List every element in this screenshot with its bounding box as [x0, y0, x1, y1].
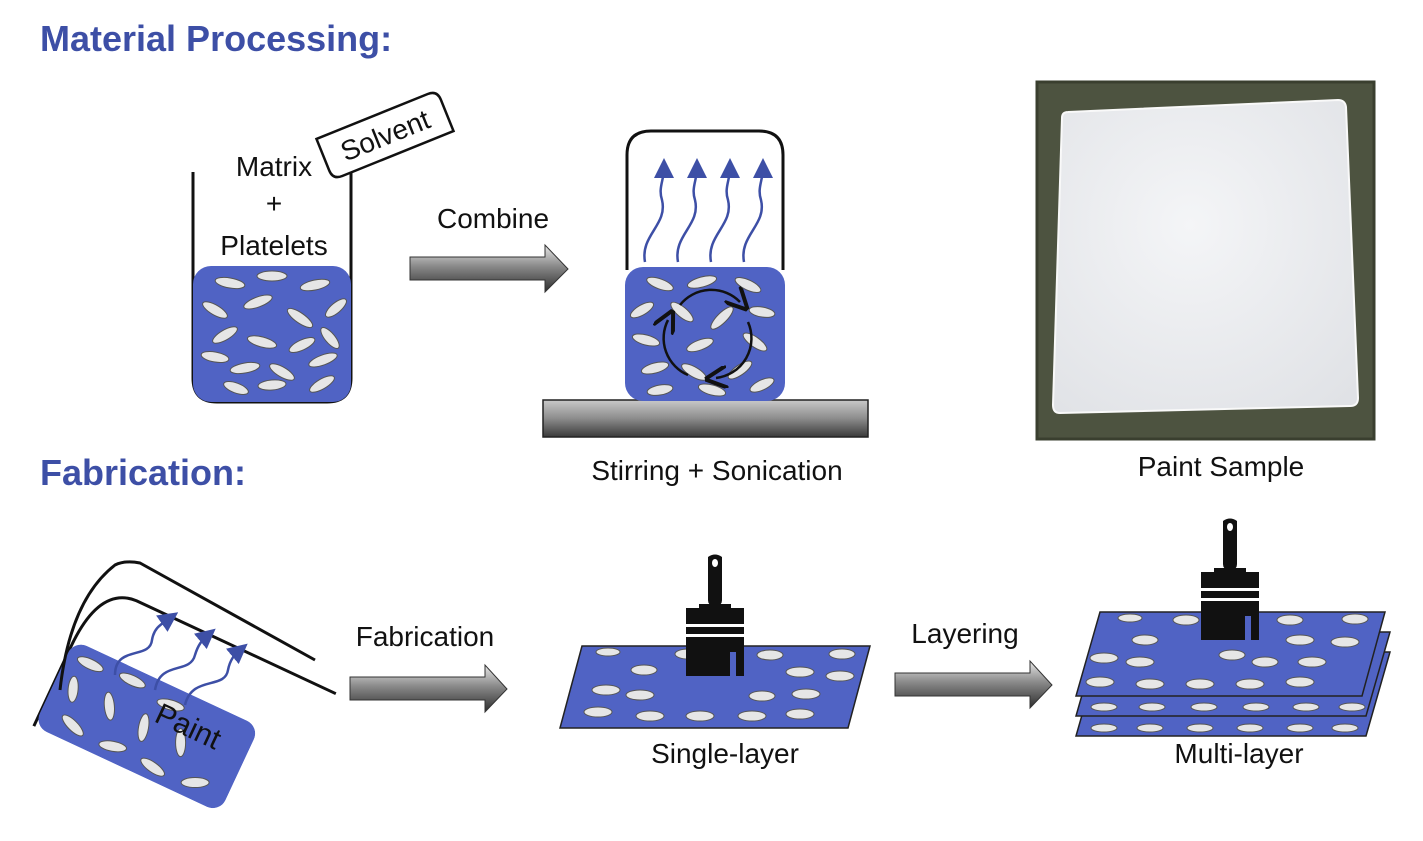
- stirring-caption: Stirring + Sonication: [591, 455, 843, 486]
- stirring-vessel: [542, 129, 869, 438]
- paint-brush-icon: [686, 554, 744, 676]
- paint-sample-caption: Paint Sample: [1137, 451, 1305, 482]
- paint-brush-icon: [1201, 518, 1259, 640]
- stirring-plate: [542, 399, 869, 438]
- paint-vapor-arrows: [113, 612, 248, 706]
- plus-label: +: [266, 188, 282, 219]
- single-layer-caption: Single-layer: [651, 738, 799, 769]
- paint-container-outline: [58, 560, 316, 691]
- fabrication-arrow-label: Fabrication: [356, 621, 495, 652]
- layering-label: Layering: [911, 618, 1018, 649]
- fabrication-heading: Fabrication:: [40, 452, 247, 493]
- platelet-particles: [200, 270, 347, 395]
- layering-arrow: [894, 659, 1053, 710]
- combine-label: Combine: [437, 203, 549, 234]
- multi-layer: [1075, 518, 1391, 737]
- material-processing-heading: Material Processing:: [40, 18, 393, 59]
- combine-arrow: [409, 243, 569, 294]
- paint-container: Paint: [32, 596, 337, 809]
- platelets-label: Platelets: [220, 230, 327, 261]
- vapor-arrows: [643, 158, 773, 263]
- mixing-beaker: Matrix + Platelets: [191, 151, 353, 404]
- paint-sample-photo: [1035, 80, 1376, 441]
- solvent-tag: Solvent: [314, 91, 456, 179]
- stirring-rotation-icon: [664, 290, 753, 378]
- fabrication-arrow: [349, 663, 508, 714]
- single-layer: [559, 554, 871, 729]
- stirred-platelets: [629, 275, 776, 397]
- matrix-label: Matrix: [236, 151, 312, 182]
- multi-layer-caption: Multi-layer: [1174, 738, 1304, 769]
